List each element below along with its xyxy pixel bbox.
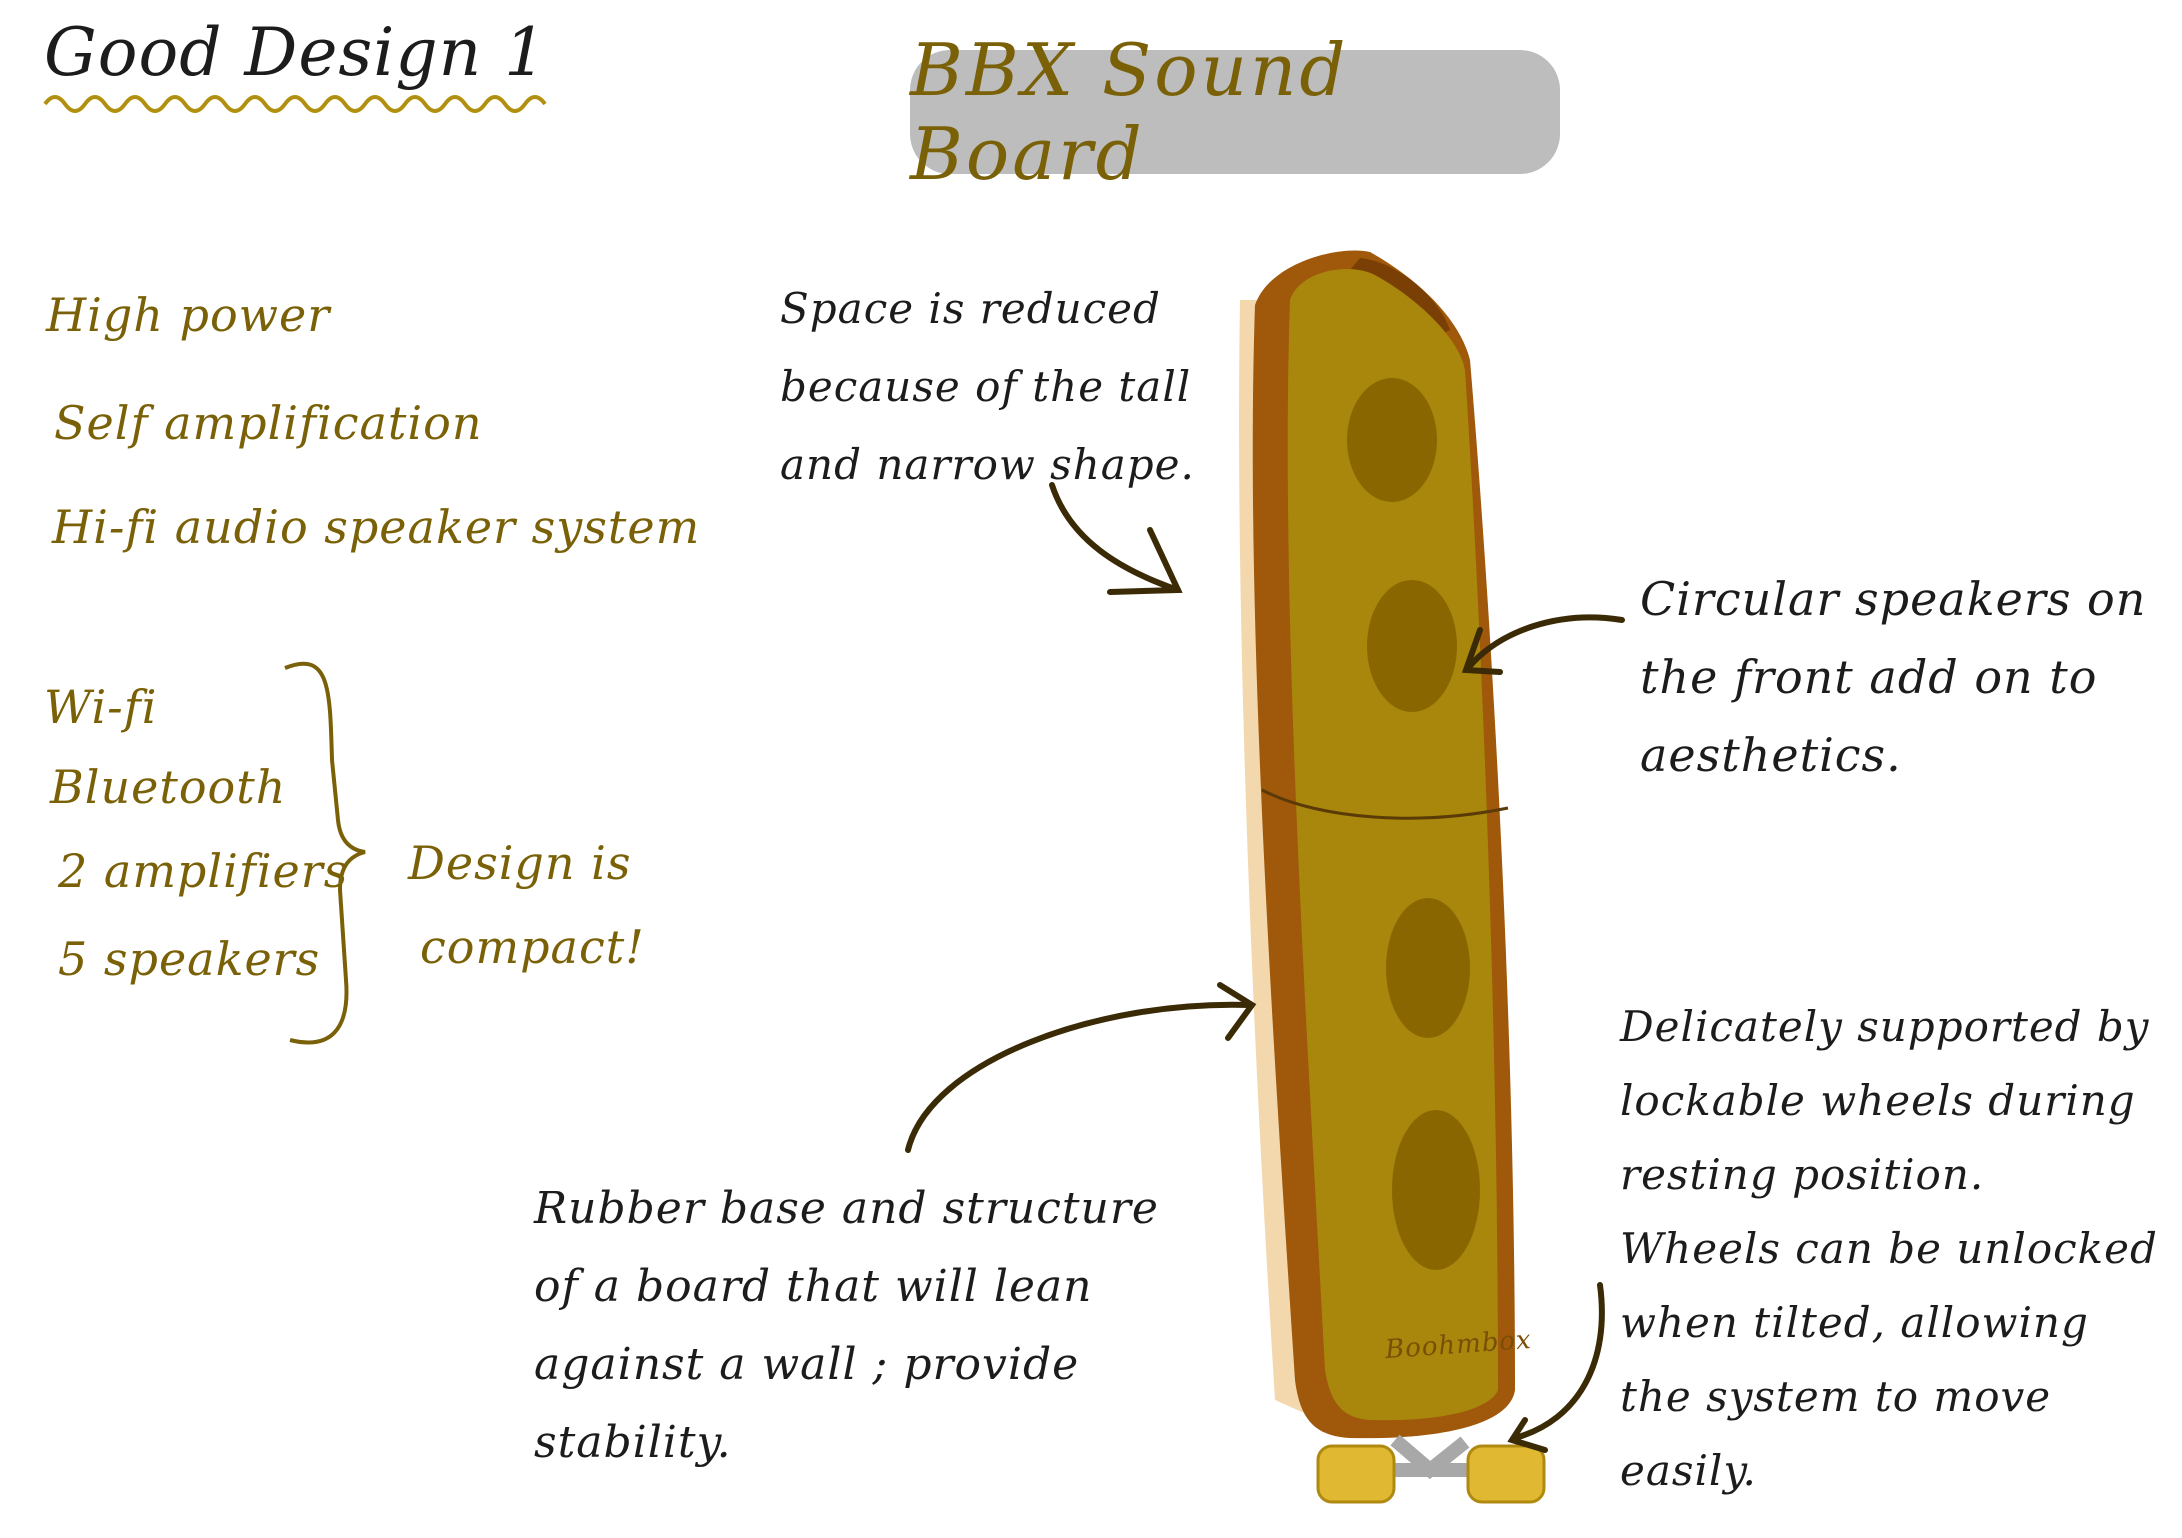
annotation-space: Space is reduced because of the tall and… xyxy=(780,270,1250,504)
feature-item: Hi-fi audio speaker system xyxy=(52,500,701,554)
speaker-2 xyxy=(1367,580,1457,712)
annotation-line: resting position. xyxy=(1620,1150,1985,1199)
annotation-line: lockable wheels during xyxy=(1620,1076,2136,1125)
annotation-line: because of the tall xyxy=(780,362,1192,411)
speaker-1 xyxy=(1347,378,1437,502)
feature-item: Self amplification xyxy=(54,396,483,450)
annotation-line: Delicately supported by xyxy=(1620,1002,2150,1051)
arrow-space xyxy=(1049,482,1181,593)
board-seam xyxy=(1261,788,1509,820)
arrow-speakers xyxy=(1465,614,1625,671)
feature-item: High power xyxy=(46,288,331,342)
annotation-speakers: Circular speakers on the front add on to… xyxy=(1640,560,2170,794)
annotation-line: the front add on to xyxy=(1640,650,2098,704)
component-item: 5 speakers xyxy=(58,932,321,986)
arrow-wheels-head xyxy=(1507,1417,1548,1453)
annotation-line: when tilted, allowing xyxy=(1620,1298,2089,1347)
annotation-rubber: Rubber base and structure of a board tha… xyxy=(534,1170,1194,1482)
arrow-space-head xyxy=(1107,527,1183,595)
component-item: Wi-fi xyxy=(44,680,158,734)
annotation-line: Rubber base and structure xyxy=(534,1183,1159,1234)
arrow-speakers-head xyxy=(1461,627,1503,675)
wheel-right xyxy=(1466,1444,1546,1504)
arrow-rubber xyxy=(905,1001,1253,1153)
component-item: Bluetooth xyxy=(50,760,287,814)
annotation-line: easily. xyxy=(1620,1446,1757,1495)
brace-note: Design is xyxy=(408,836,632,890)
annotation-line: of a board that will lean xyxy=(534,1261,1093,1312)
annotation-line: and narrow shape. xyxy=(780,440,1195,489)
component-item: 2 amplifiers xyxy=(58,844,349,898)
title-underline xyxy=(43,95,547,113)
annotation-line: Wheels can be unlocked xyxy=(1620,1224,2158,1273)
annotation-wheels: Delicately supported by lockable wheels … xyxy=(1620,990,2170,1508)
annotation-line: the system to move xyxy=(1620,1372,2052,1421)
page-title: Good Design 1 xyxy=(44,14,548,91)
annotation-line: stability. xyxy=(534,1417,732,1468)
annotation-line: Circular speakers on xyxy=(1640,572,2147,626)
arrow-wheels xyxy=(1512,1282,1605,1441)
brace-note: compact! xyxy=(420,920,645,974)
brace-shape xyxy=(284,661,366,1045)
speaker-3 xyxy=(1386,898,1470,1038)
speaker-4 xyxy=(1392,1110,1480,1270)
annotation-line: Space is reduced xyxy=(780,284,1161,333)
arrow-rubber-head xyxy=(1217,982,1257,1041)
annotation-line: against a wall ; provide xyxy=(534,1339,1080,1390)
annotation-line: aesthetics. xyxy=(1640,728,1902,782)
wheel-left xyxy=(1316,1444,1396,1504)
